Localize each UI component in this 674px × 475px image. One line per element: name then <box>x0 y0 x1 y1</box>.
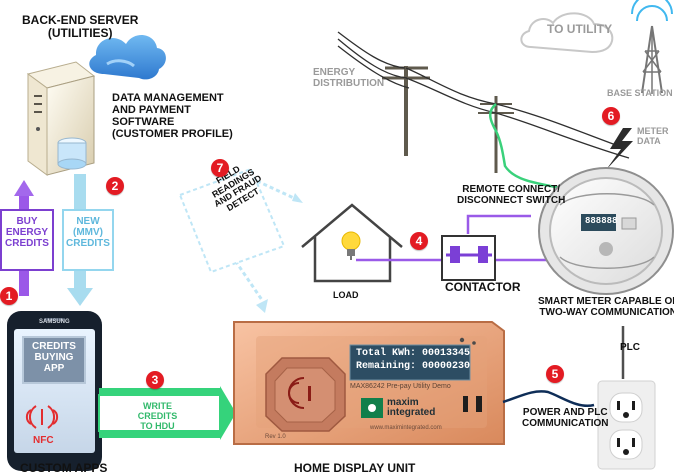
hdu-url-label: www.maximintegrated.com <box>370 425 442 431</box>
step-badge-7: 7 <box>211 159 229 177</box>
contactor-icon <box>441 235 496 281</box>
new-credits-box <box>62 209 114 271</box>
maxim-brand-line1: maxim <box>387 397 419 408</box>
step-badge-3: 3 <box>146 371 164 389</box>
custom-apps-label: CUSTOM APPS <box>20 461 108 475</box>
database-icon <box>57 137 87 170</box>
step-badge-6: 6 <box>602 107 620 125</box>
distribution-poles <box>337 31 630 192</box>
step-badge-5: 5 <box>546 365 564 383</box>
cloud-icon <box>89 34 166 80</box>
field-readings-arrow <box>178 167 303 313</box>
tower-icon <box>631 0 673 94</box>
back-end-server-label: BACK-END SERVER(UTILITIES) <box>22 13 139 40</box>
maxim-brand-line2: integrated <box>387 407 436 418</box>
step-badge-1: 1 <box>0 287 18 305</box>
smartphone-icon <box>7 311 102 471</box>
write-credits-arrow <box>98 386 236 440</box>
remote-switch-label: REMOTE CONNECT/DISCONNECT SWITCH <box>457 184 566 206</box>
home-display-unit <box>233 321 505 445</box>
bulb-icon <box>341 231 361 260</box>
home-display-unit-label: HOME DISPLAY UNIT <box>294 461 416 475</box>
hdu-demo-label: MAX86242 Pre-pay Utility Demo <box>350 383 451 390</box>
step-badge-4: 4 <box>410 232 428 250</box>
lightning-icon <box>606 128 633 170</box>
plc-label: PLC <box>620 342 640 353</box>
nfc-label: NFC <box>33 435 54 446</box>
hdu-total-kwh: Total KWh: 00013345 <box>356 348 471 359</box>
phone-brand-label: SAMSUNG <box>39 319 70 325</box>
step-badge-2: 2 <box>106 177 124 195</box>
buy-credits-box <box>0 209 54 271</box>
hdu-rev-label: Rev 1.0 <box>265 434 286 440</box>
utility-cloud-icon <box>520 12 614 54</box>
hdu-remaining-kwh: Remaining: 00000230 <box>356 361 471 372</box>
base-station-label: BASE STATION <box>607 88 673 98</box>
load-label: LOAD <box>333 290 359 300</box>
meter-icon <box>538 167 674 295</box>
to-utility-label: TO UTILITY <box>547 22 613 36</box>
outlet-icon <box>597 380 656 470</box>
meter-reading-label: 888888 <box>585 216 618 226</box>
power-plc-cable <box>502 390 595 408</box>
new-credits-label: NEW(MMV)CREDITS <box>66 216 110 249</box>
contactor-label: CONTACTOR <box>445 280 521 294</box>
